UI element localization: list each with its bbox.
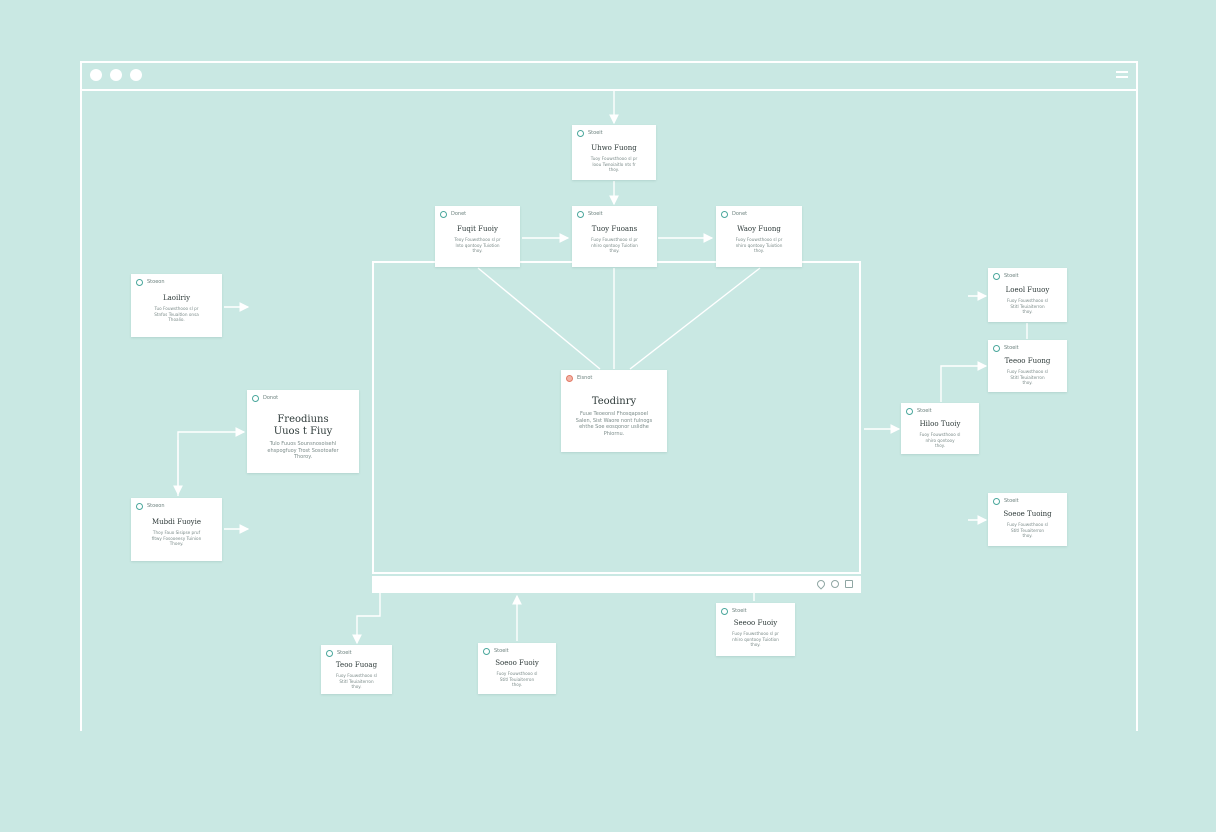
node-center[interactable]: Eisnot Teodinry Fuue Teoeonsl Fhosqapsoe… <box>561 370 667 452</box>
node-tag: Stoeit <box>588 211 603 217</box>
grid-icon[interactable] <box>845 580 853 588</box>
node-description: Fuoy Fouwsthooo sl pr nhiro qontooy Tuio… <box>732 631 779 648</box>
node-status-icon <box>721 608 728 615</box>
node-title: Fuqit Fuoiy <box>457 225 498 233</box>
node-left-top[interactable]: Stoeon Laoilriy Tuo Fouwsthooo sl pr Stn… <box>131 274 222 337</box>
node-tag: Stoeit <box>1004 498 1019 504</box>
node-tag: Stoeon <box>147 503 165 509</box>
node-status-icon <box>993 498 1000 505</box>
node-title: Hiloo Tuoiy <box>919 420 961 428</box>
node-status-icon <box>993 273 1000 280</box>
node-tag: Stoeit <box>917 408 932 414</box>
node-top[interactable]: Stoeit Uhwo Fuong Tuoy Fouwsthooo sl pr … <box>572 125 656 180</box>
node-title: Soeoo Fuoiy <box>495 659 539 667</box>
node-right-top[interactable]: Stoeit Loeol Fuuoy Fuoy Fouwsthooo sl St… <box>988 268 1067 322</box>
node-status-icon <box>326 650 333 657</box>
node-description: Thoy Fauo Sisipse pruf fitwy Fosooeesy T… <box>151 530 202 547</box>
node-title: Tuoy Fuoans <box>591 225 638 233</box>
node-status-icon <box>136 503 143 510</box>
node-status-icon <box>906 408 913 415</box>
connector-line <box>629 267 761 370</box>
node-right-branch[interactable]: Donet Waoy Fuong Fuoy Fouwsthooo sl pr n… <box>716 206 802 267</box>
window-frame <box>80 61 1138 731</box>
refresh-icon[interactable] <box>831 580 839 588</box>
node-mid-branch[interactable]: Stoeit Tuoy Fuoans Fuoy Fouwsthooo sl pr… <box>572 206 657 267</box>
node-tag: Stoeit <box>588 130 603 136</box>
node-description: Tulo Fuuos Sounsnosoisehl ehspogfuoy Tro… <box>267 441 339 460</box>
node-status-icon <box>483 648 490 655</box>
node-description: Tuoy Fouwsthooo sl pr loou Twnoiaitlo nt… <box>590 156 638 173</box>
node-description: Fuue Teoeonsl Fhosqapsoel Salen, Sist Wa… <box>575 411 653 437</box>
node-status-icon <box>577 211 584 218</box>
node-tag: Eisnot <box>577 375 593 381</box>
node-title: Laoilriy <box>162 294 191 302</box>
node-status-icon <box>136 279 143 286</box>
node-description: Fuoy Fouwsthooo sl nhiro qontooy thoy. <box>919 432 961 449</box>
window-control-dot[interactable] <box>130 69 142 81</box>
node-description: Fuoy Fouwsthooo sl Stitl Teuiaiterron th… <box>496 671 538 688</box>
hamburger-icon[interactable] <box>1116 71 1128 79</box>
node-title: Freodiuns Uuos t Fiuy <box>273 414 333 437</box>
node-tag: Donet <box>732 211 748 217</box>
window-control-dot[interactable] <box>110 69 122 81</box>
node-title: Loeol Fuuoy <box>1005 286 1050 294</box>
connector-line <box>477 267 601 370</box>
node-status-icon <box>252 395 259 402</box>
node-bottom-mid[interactable]: Stoeit Soeoo Fuoiy Fuoy Fouwsthooo sl St… <box>478 643 556 694</box>
node-description: Fuoy Fouwsthooo sl pr nhiro qontooy Tuio… <box>591 237 638 254</box>
node-status-icon <box>993 345 1000 352</box>
connector-arrow <box>352 593 381 645</box>
node-right-bottom[interactable]: Stoeit Soeoe Tuoing Fuoy Fouwsthooo sl S… <box>988 493 1067 546</box>
node-tag: Stoeit <box>1004 345 1019 351</box>
node-title: Teeoo Fuong <box>1004 357 1051 365</box>
node-description: Fuoy Fouwsthooo sl Stitl Teuaiterron tho… <box>1007 522 1048 539</box>
node-title: Mubdi Fuoyie <box>151 518 202 526</box>
warning-icon <box>566 375 573 382</box>
node-status-icon <box>440 211 447 218</box>
node-tag: Stoeit <box>494 648 509 654</box>
node-tag: Donet <box>451 211 467 217</box>
node-tag: Stoeit <box>337 650 352 656</box>
node-description: Fuoy Fouwsthooo sl pr nhiro qontooy Tuio… <box>735 237 783 254</box>
node-tag: Stoeon <box>147 279 165 285</box>
inner-panel-toolbar <box>372 576 861 593</box>
node-tag: Stoeit <box>1004 273 1019 279</box>
node-title: Uhwo Fuong <box>591 144 637 152</box>
node-status-icon <box>721 211 728 218</box>
node-description: Fuoy Fouwsthooo sl Stitl Teuiaiterron th… <box>1007 298 1048 315</box>
node-status-icon <box>577 130 584 137</box>
node-bottom-right[interactable]: Stoeit Seeoo Fuoiy Fuoy Fouwsthooo sl pr… <box>716 603 795 656</box>
node-bottom-left[interactable]: Stoeit Teoo Fuoag Fuoy Fouwsthooo sl Sti… <box>321 645 392 694</box>
connector-arrow <box>177 427 246 496</box>
node-description: Tuo Fouwsthooo sl pr Stnfos Teuaitlon on… <box>154 306 199 323</box>
node-title: Teoo Fuoag <box>335 661 378 669</box>
node-left-bottom[interactable]: Stoeon Mubdi Fuoyie Thoy Fauo Sisipse pr… <box>131 498 222 561</box>
node-title: Soeoe Tuoing <box>1003 510 1052 518</box>
node-left-branch[interactable]: Donet Fuqit Fuoiy Teoy Fouwsthooo sl pr … <box>435 206 520 267</box>
node-description: Fuoy Fouwsthooo sl Stitl Teuiaiterron th… <box>336 673 377 690</box>
connector-arrow <box>940 361 988 402</box>
node-left-mid[interactable]: Donot Freodiuns Uuos t Fiuy Tulo Fuuos S… <box>247 390 359 473</box>
node-title: Teodinry <box>591 396 637 407</box>
node-right-mid[interactable]: Stoeit Hiloo Tuoiy Fuoy Fouwsthooo sl nh… <box>901 403 979 454</box>
node-description: Teoy Fouwsthooo sl pr lnto qontooy Tuiot… <box>454 237 501 254</box>
node-right-second[interactable]: Stoeit Teeoo Fuong Fuoy Fouwsthooo sl St… <box>988 340 1067 392</box>
node-tag: Stoeit <box>732 608 747 614</box>
node-tag: Donot <box>263 395 279 401</box>
window-control-dot[interactable] <box>90 69 102 81</box>
node-description: Fuoy Fouwsthooo sl Stitl Teuiaiterron th… <box>1007 369 1048 386</box>
window-titlebar-divider <box>80 89 1138 91</box>
node-title: Seeoo Fuoiy <box>733 619 778 627</box>
node-title: Waoy Fuong <box>737 225 781 233</box>
